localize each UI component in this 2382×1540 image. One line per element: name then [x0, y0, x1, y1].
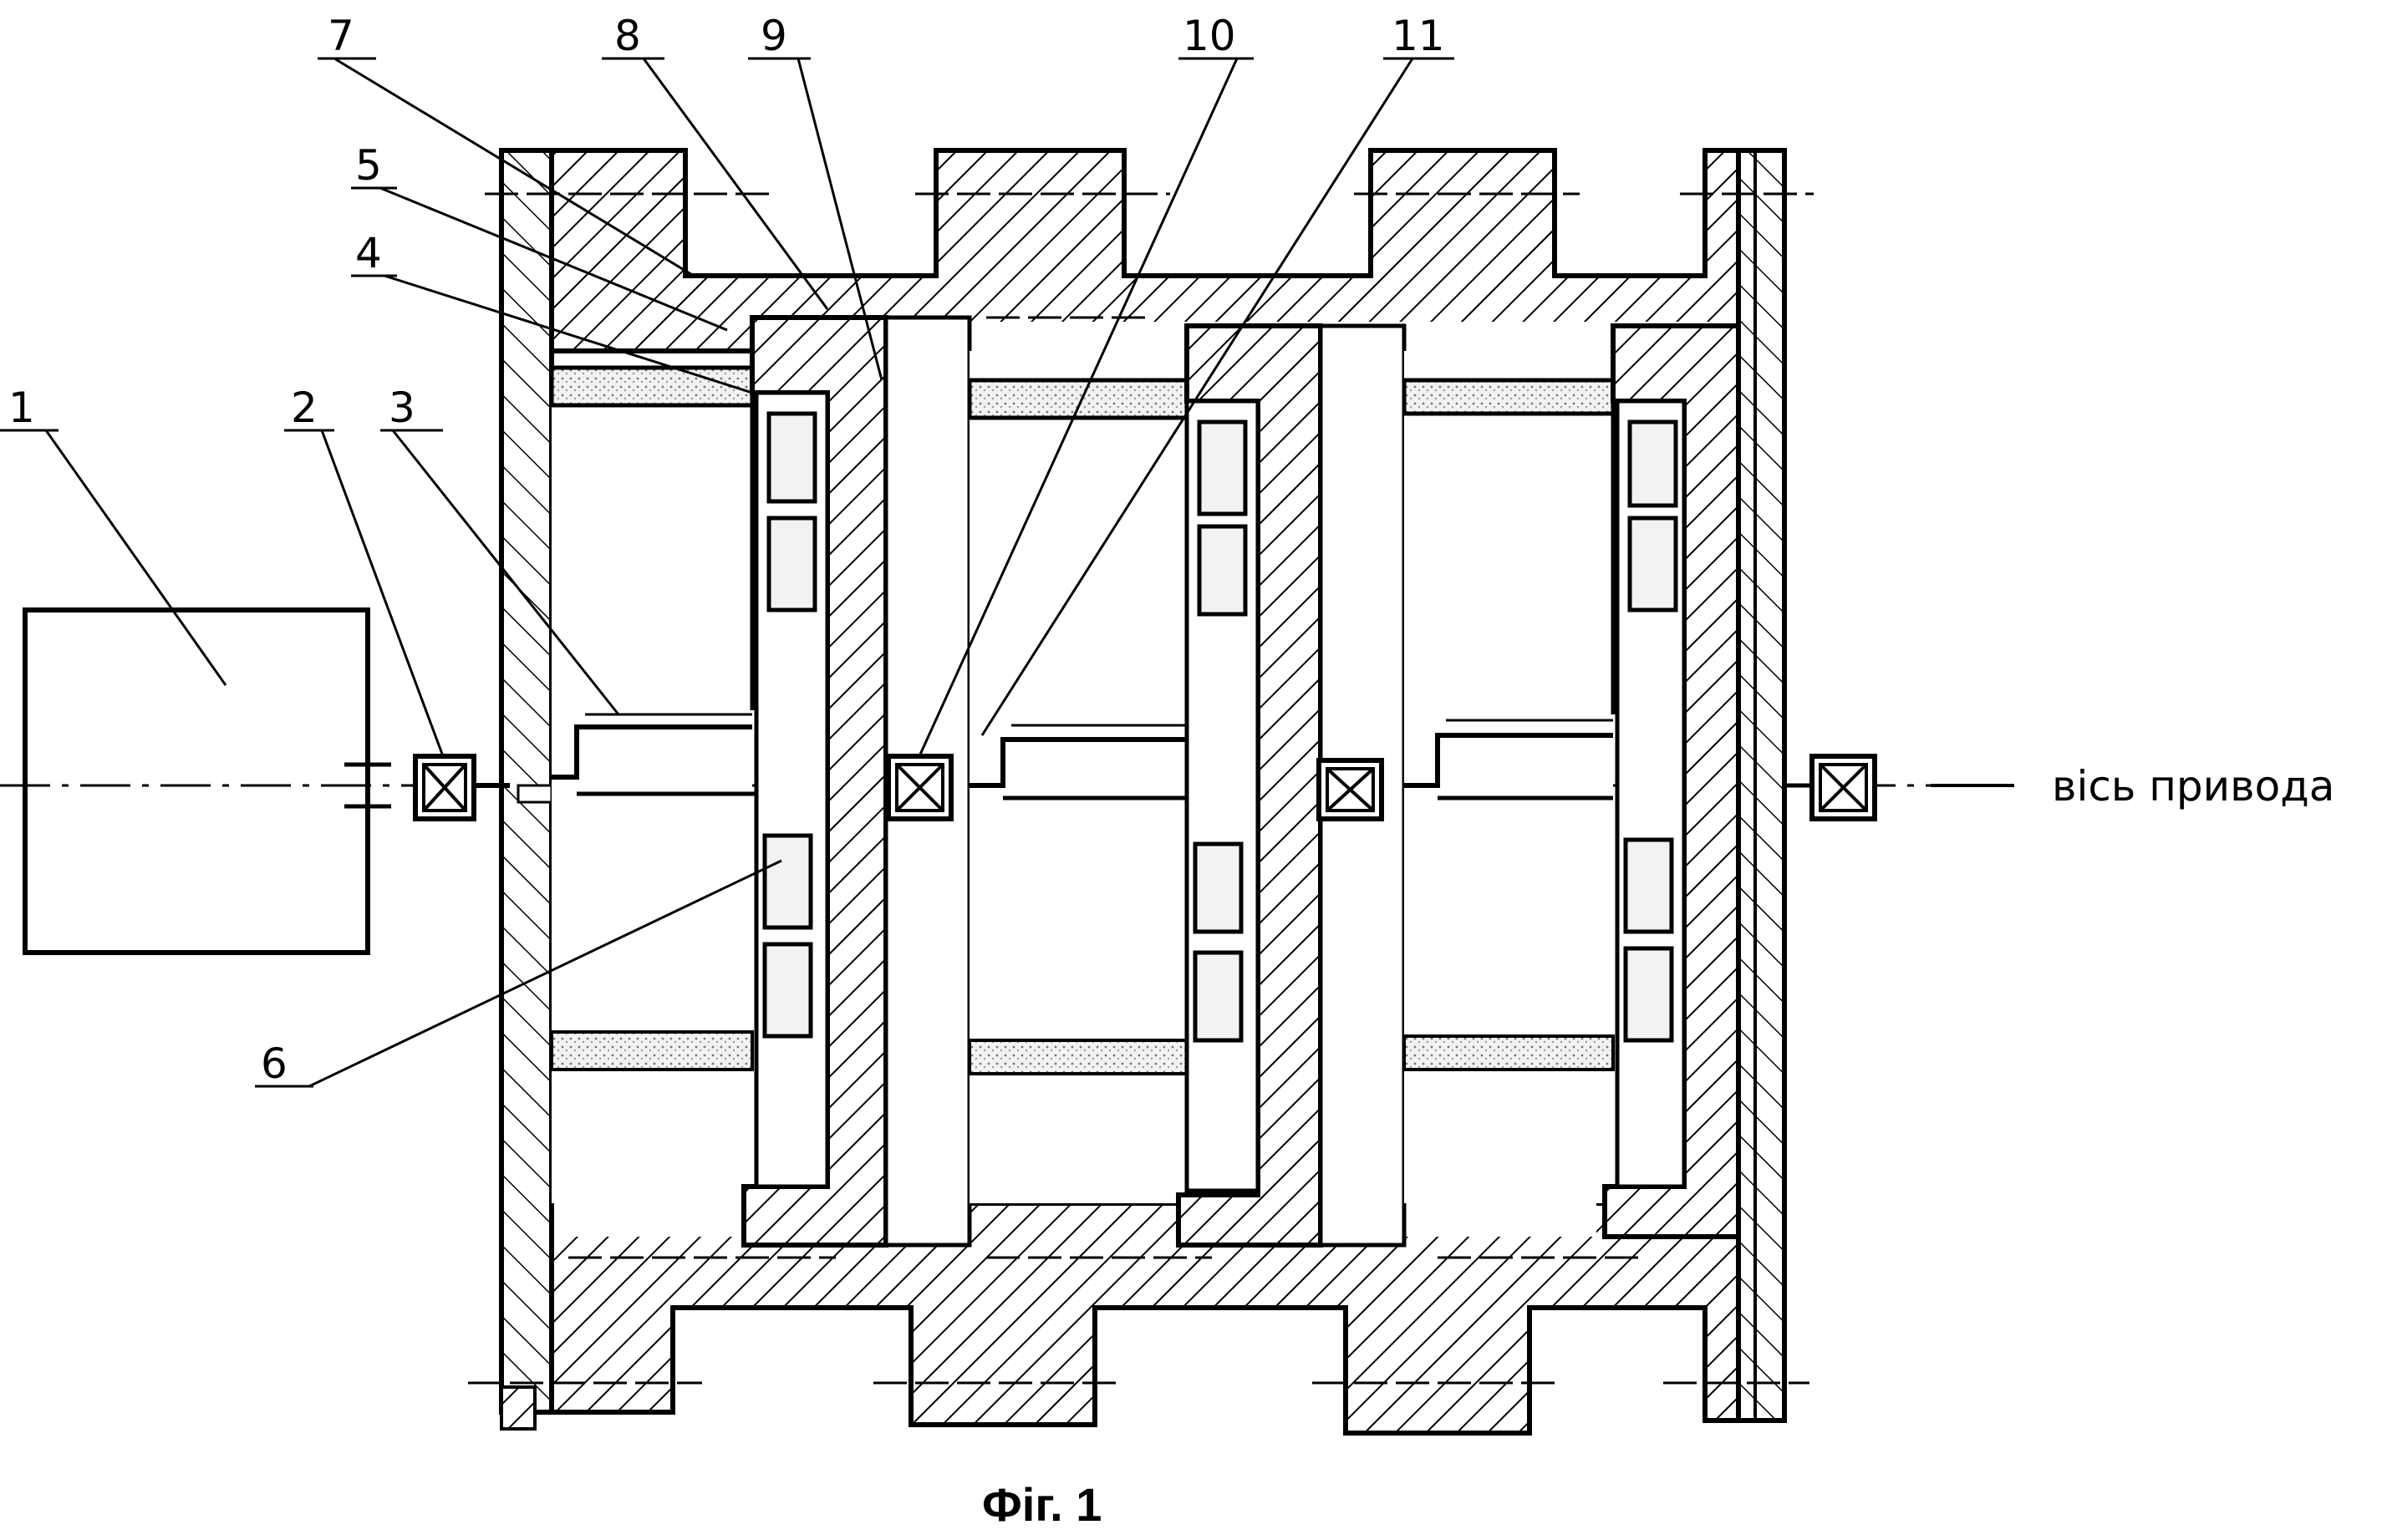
label-2: 2 [291, 384, 318, 432]
leader-lines [0, 57, 2014, 1088]
label-1: 1 [8, 384, 35, 432]
reference-labels: 1 2 3 4 5 6 7 8 9 10 11 [8, 12, 1445, 1088]
bearing-10 [886, 754, 954, 821]
stage-1 [549, 315, 972, 1248]
bearing-middle [1316, 758, 1384, 821]
stage-3 [1402, 323, 1741, 1239]
bearing-2 [413, 754, 510, 821]
drive-motor [23, 607, 391, 955]
label-11: 11 [1392, 12, 1445, 60]
bearing-right [1784, 754, 1877, 821]
label-5: 5 [355, 141, 382, 190]
label-8: 8 [614, 12, 641, 60]
label-10: 10 [1183, 12, 1236, 60]
label-3: 3 [389, 384, 415, 432]
flange-lines [468, 192, 1814, 1385]
label-4: 4 [355, 229, 382, 277]
figure-caption: Фіг. 1 [982, 1478, 1102, 1531]
label-6: 6 [261, 1039, 288, 1088]
left-end-wall [499, 148, 554, 1431]
housing [516, 148, 1787, 1436]
right-end-wall [1736, 148, 1787, 1423]
label-7: 7 [328, 12, 354, 60]
label-9: 9 [761, 12, 787, 60]
axis-label: вісь привода [2052, 762, 2334, 811]
